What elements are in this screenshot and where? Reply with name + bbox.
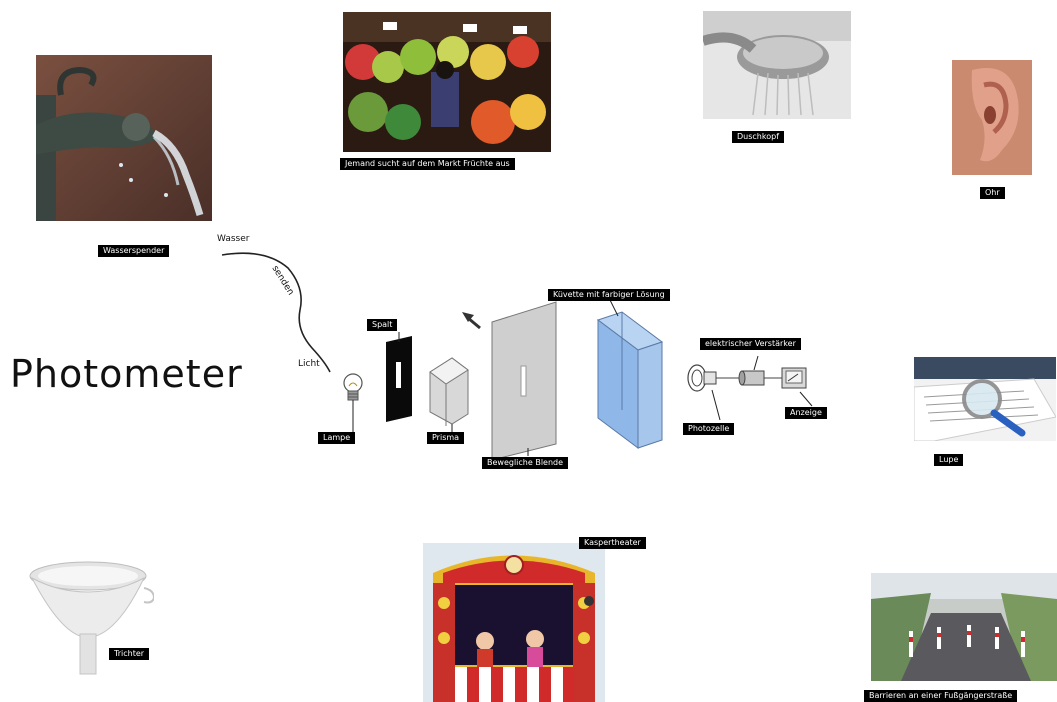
water-fountain-photo (36, 55, 212, 221)
label-bewegliche-blende: Bewegliche Blende (482, 457, 569, 469)
display-icon (781, 367, 813, 407)
label-trichter: Trichter (109, 648, 150, 660)
page-title: Photometer (10, 352, 243, 396)
curve-line (221, 252, 331, 373)
label-anzeige: Anzeige (785, 407, 827, 419)
annotation-licht: Licht (298, 359, 320, 369)
label-verstaerker: elektrischer Verstärker (700, 338, 801, 350)
annotation-wasser: Wasser (217, 234, 250, 244)
label-lampe: Lampe (318, 432, 356, 444)
label-wasserspender: Wasserspender (98, 245, 170, 257)
market-photo (343, 12, 551, 152)
label-lupe: Lupe (934, 454, 964, 466)
aperture-icon (491, 301, 557, 461)
label-duschkopf: Duschkopf (732, 131, 785, 143)
label-spalt: Spalt (367, 319, 398, 331)
barriers-photo (871, 573, 1057, 681)
label-barrieren: Barrieren an einer Fußgängerstraße (864, 690, 1018, 702)
label-markt: Jemand sucht auf dem Markt Früchte aus (340, 158, 515, 170)
label-kuevette: Küvette mit farbiger Lösung (548, 289, 670, 301)
amplifier-icon (738, 355, 782, 386)
shower-head-photo (703, 11, 851, 119)
label-kaspertheater: Kaspertheater (579, 537, 646, 549)
label-photozelle: Photozelle (683, 423, 735, 435)
lamp-icon (343, 373, 363, 432)
arrow-icon (462, 312, 481, 330)
label-prisma: Prisma (427, 432, 465, 444)
magnifier-photo (914, 357, 1056, 441)
prism-icon (429, 357, 469, 432)
puppet-theatre-photo (423, 543, 605, 702)
label-ohr: Ohr (980, 187, 1005, 199)
cuvette-icon (596, 299, 664, 449)
photocell-icon (687, 364, 742, 421)
ear-photo (952, 60, 1032, 175)
slit-icon (386, 332, 412, 422)
